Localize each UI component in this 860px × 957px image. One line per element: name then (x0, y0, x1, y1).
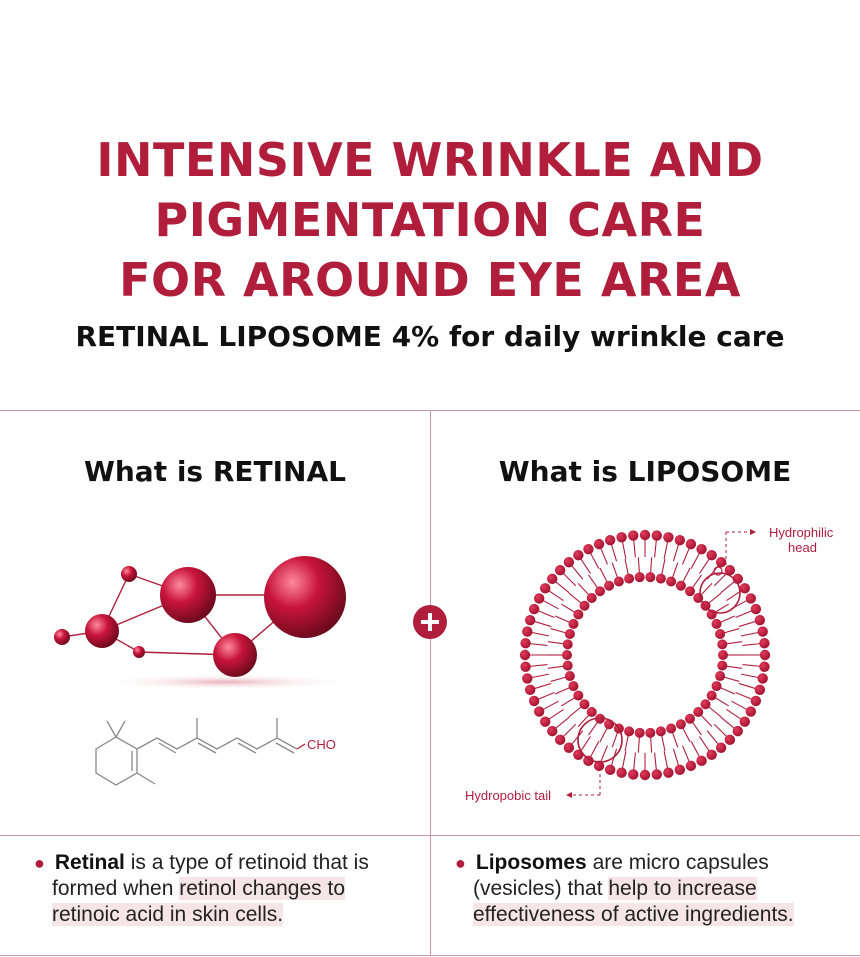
molecule-spheres (54, 556, 355, 690)
main-headline: INTENSIVE WRINKLE AND PIGMENTATION CARE … (0, 130, 860, 310)
plus-icon (413, 605, 447, 639)
liposome-bilayer (519, 529, 771, 781)
retinal-title: What is RETINAL (83, 455, 346, 488)
liposome-title: What is LIPOSOME (498, 455, 792, 488)
hydropobic-label: Hydropobic tail (465, 788, 551, 803)
atom-5 (160, 567, 216, 623)
liposome-description: ●Liposomes are micro capsules (vesicles)… (455, 851, 794, 926)
retinal-structure: CHO (95, 718, 336, 786)
headline-line-3: FOR AROUND EYE AREA (119, 253, 741, 307)
atom-4 (133, 646, 145, 658)
atom-7 (264, 556, 346, 638)
headline-line-2: PIGMENTATION CARE (154, 193, 706, 247)
tail-zoom-circle (577, 717, 623, 763)
bullet-icon: ● (455, 853, 466, 873)
head-zoom-circle (699, 572, 741, 614)
retinal-description: ●Retinal is a type of retinoid that is f… (34, 851, 369, 926)
divider-bottom (0, 835, 860, 836)
atom-6 (213, 633, 257, 677)
hydrophilic-label-1: Hydrophilic (769, 525, 834, 540)
headline-line-1: INTENSIVE WRINKLE AND (96, 133, 764, 187)
cho-label: CHO (307, 737, 336, 752)
molecule-shadow (95, 674, 355, 690)
divider-center (430, 410, 431, 955)
retinal-term: Retinal (54, 851, 125, 874)
liposome-highlight-1: help to increase (608, 877, 757, 900)
divider-footer (0, 955, 860, 956)
retinal-highlight-1: retinol changes to (179, 877, 346, 900)
liposome-highlight-2: effectiveness of active ingredients. (473, 903, 794, 926)
bullet-icon: ● (34, 853, 45, 873)
hydrophilic-label-2: head (788, 540, 817, 555)
atom-2 (85, 614, 119, 648)
retinal-highlight-2: retinoic acid in skin cells. (52, 903, 284, 926)
atom-1 (54, 629, 70, 645)
subheadline: RETINAL LIPOSOME 4% for daily wrinkle ca… (75, 320, 785, 353)
atom-3 (121, 566, 137, 582)
liposome-ring: Hydrophilic head Hydropobic tail (465, 525, 834, 803)
liposome-term: Liposomes (475, 851, 587, 874)
